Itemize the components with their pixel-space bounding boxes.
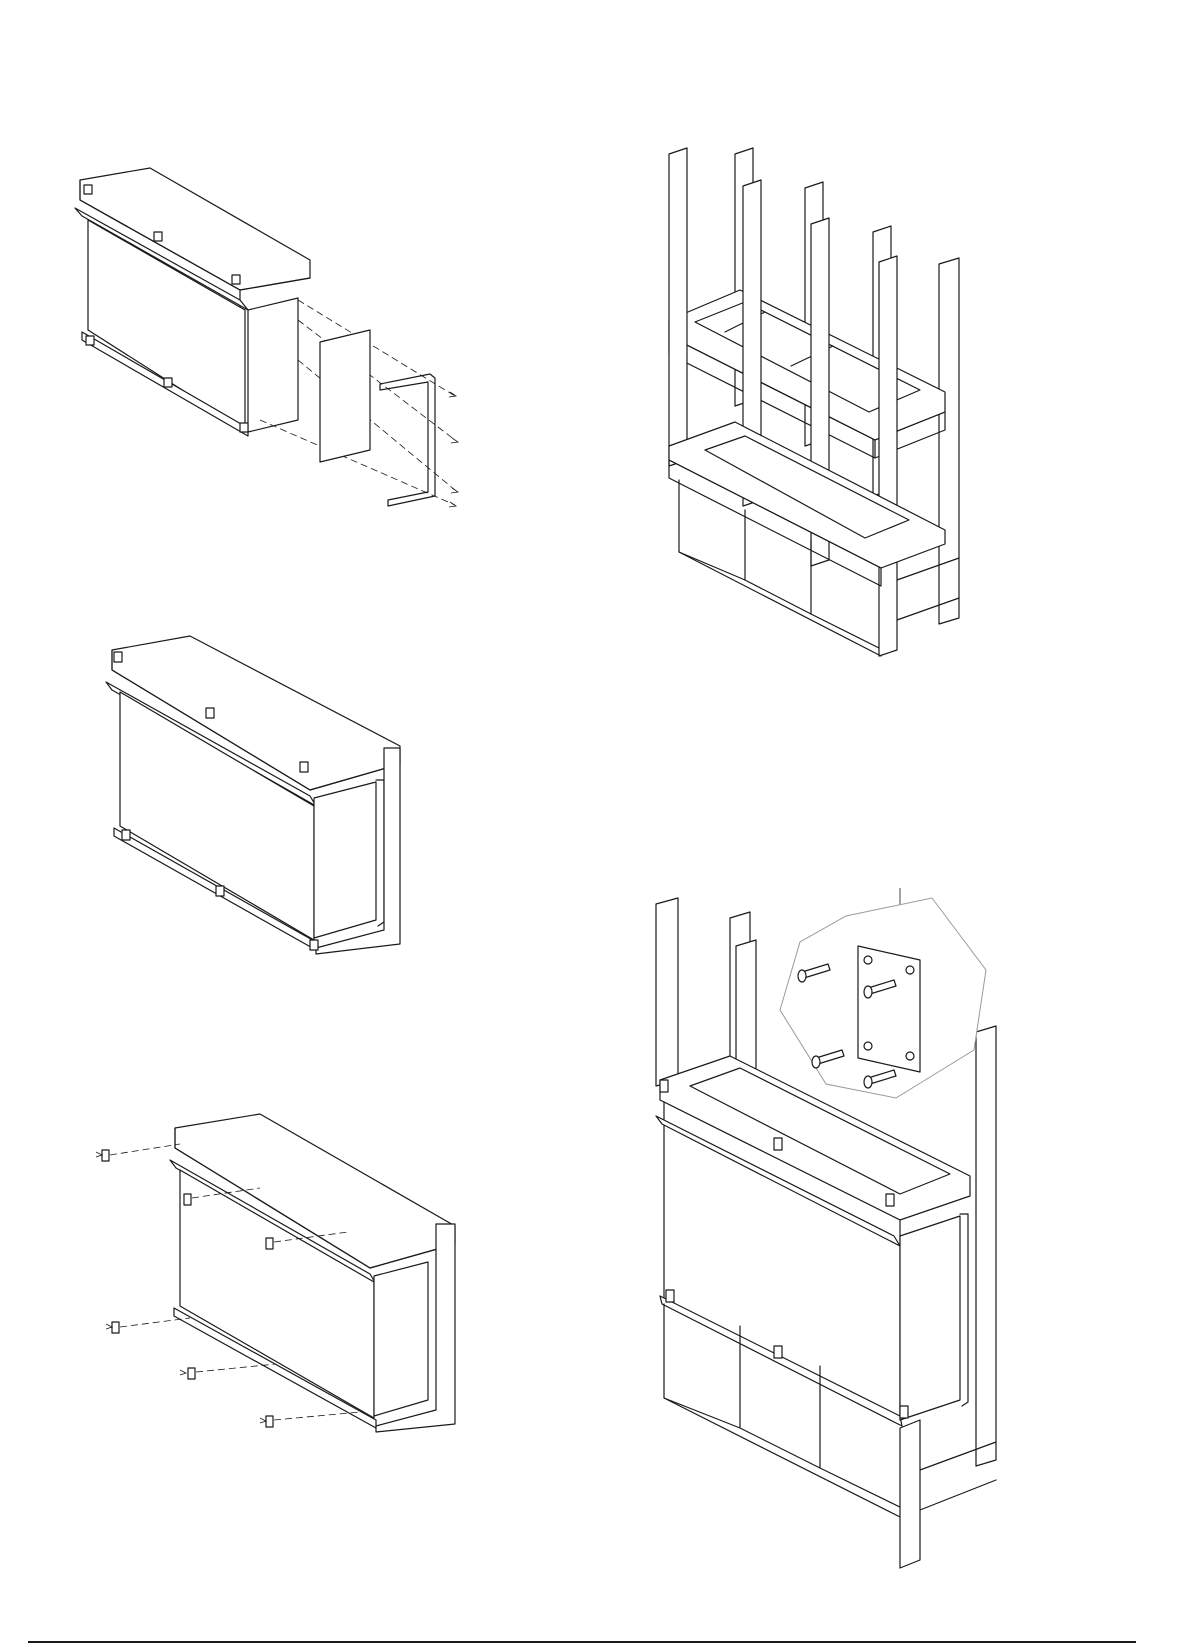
nailing-plate: [858, 946, 920, 1072]
tab: [216, 886, 224, 896]
stud: [976, 1026, 996, 1466]
side-panel: [374, 1262, 428, 1416]
figure-firebox-exploded: [70, 160, 490, 540]
tab: [84, 185, 92, 194]
tab: [900, 1406, 908, 1418]
tab: [774, 1346, 782, 1358]
tab: [666, 1290, 674, 1302]
figure-firebox-installed: [650, 880, 1050, 1600]
side-panel: [320, 330, 370, 462]
tab: [122, 830, 130, 840]
side-panel: [314, 782, 376, 938]
tab: [86, 336, 94, 345]
figure-firebox-brackets: [80, 1100, 480, 1500]
firebox-installed-drawing: [650, 880, 1050, 1600]
tab: [240, 423, 248, 432]
page-bottom-rule: [28, 1641, 1136, 1643]
tab: [660, 1080, 668, 1092]
stud: [879, 256, 897, 656]
firebox-assembled-drawing: [100, 630, 420, 970]
stud: [656, 898, 678, 1086]
tab: [114, 652, 122, 662]
trim-bracket: [380, 374, 435, 506]
firebox-brackets-drawing: [80, 1100, 480, 1500]
tab: [206, 708, 214, 718]
wood-framing-drawing: [665, 140, 985, 670]
tab: [164, 378, 172, 387]
figure-firebox-assembled: [100, 630, 420, 970]
stud: [900, 1420, 920, 1568]
tab: [232, 275, 240, 284]
stud: [669, 148, 687, 466]
tab: [886, 1194, 894, 1206]
tab: [774, 1138, 782, 1150]
side-opening: [248, 298, 298, 432]
tab: [310, 940, 318, 950]
side-panel: [900, 1216, 960, 1420]
stud: [939, 258, 959, 624]
firebox-exploded-drawing: [70, 160, 490, 540]
tab: [300, 762, 308, 772]
figure-wood-framing: [665, 140, 985, 670]
tab: [154, 232, 162, 241]
